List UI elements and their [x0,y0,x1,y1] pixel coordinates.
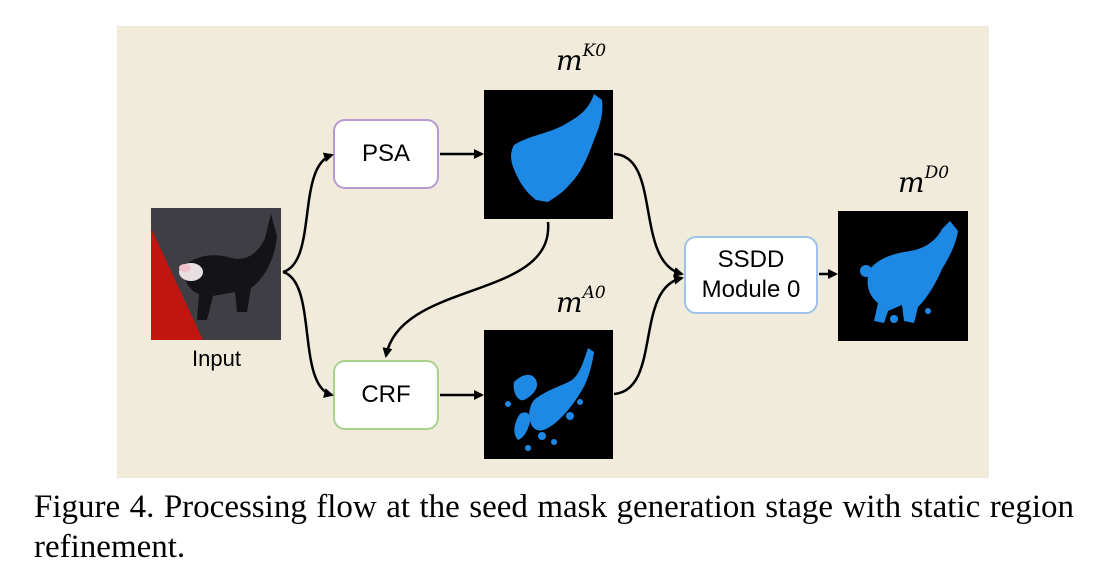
input-label: Input [192,346,241,371]
toy [179,264,191,272]
dog-body [181,214,277,320]
psa-node: PSA [333,119,439,189]
arrow-input-to-crf [282,270,334,398]
mask-md0-foreground [860,221,958,323]
label-md0: mD0 [898,162,950,199]
input-image [151,208,281,340]
psa-label: PSA [361,140,411,167]
arrow-ma0-to-ssdd [613,274,684,396]
ssdd-label-line2: Module 0 [701,276,801,303]
mask-ma0-shape [505,348,594,451]
figure-caption: Figure 4. Processing flow at the seed ma… [34,489,1074,565]
mask-mk0-foreground [511,94,603,202]
arrow-input-to-psa [282,152,334,274]
mask-ma0-foreground [505,348,594,451]
mask-md0-shape [860,221,958,323]
arrow-mk0-to-ssdd [613,152,684,277]
ssdd-label-line1: SSDD [717,246,785,273]
arrow-mk0-to-crf [382,221,550,358]
label-ma0: mA0 [556,282,606,319]
crf-label: CRF [361,381,411,408]
mask-mk0 [484,90,613,219]
mask-mk0-shape [511,94,603,202]
mask-ma0 [484,330,613,459]
ssdd-module-node: SSDD Module 0 [684,236,818,314]
label-mk0: mK0 [556,40,607,77]
input-image-drawing [151,214,277,340]
mask-md0 [838,211,968,341]
crf-node: CRF [333,360,439,430]
red-region [151,228,203,340]
